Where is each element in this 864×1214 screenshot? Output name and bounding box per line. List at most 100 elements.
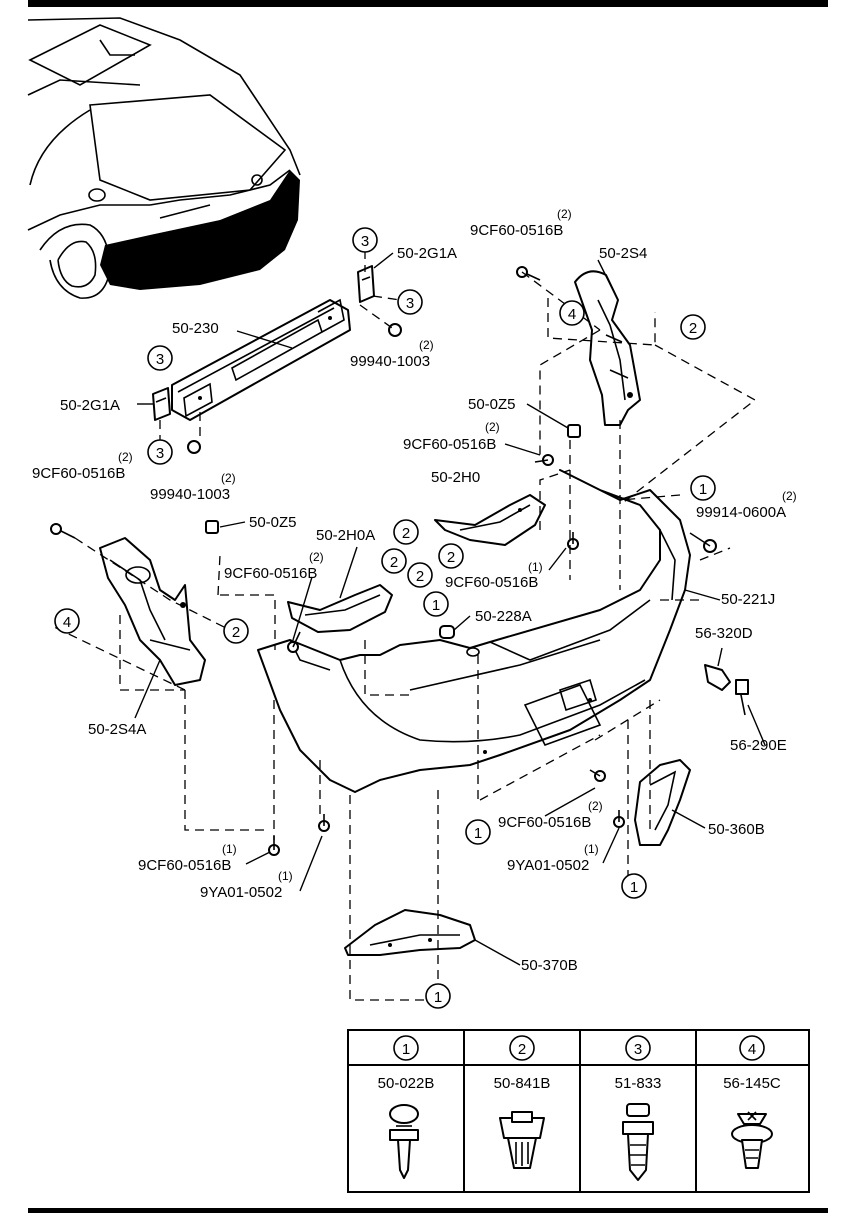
callout-50-230: 50-230 (172, 320, 219, 337)
callout-50-2G1A: 50-2G1A (60, 397, 120, 414)
callout-qty: (2) (588, 799, 603, 813)
part-50-2H0-bracket (434, 494, 546, 546)
callout-qty: (2) (419, 338, 434, 352)
bolt-icon (516, 266, 541, 281)
callout-qty: (1) (278, 869, 293, 883)
callout-99940-1003: 99940-1003 (150, 486, 230, 503)
callout-50-2H0: 50-2H0 (431, 469, 480, 486)
bolt-icon (268, 836, 280, 856)
ref-circle-1: 1 (423, 591, 449, 617)
circled-references: 3 3 3 3 4 2 1 2 2 2 2 1 4 2 1 1 1 (54, 227, 716, 1009)
callout-9CF60-0516B: 9CF60-0516B (470, 222, 563, 239)
svg-text:2: 2 (416, 568, 424, 585)
ref-circle-1: 1 (425, 983, 451, 1009)
svg-text:1: 1 (474, 825, 482, 842)
nut-icon (187, 440, 201, 454)
callout-qty: (1) (222, 842, 237, 856)
part-56-290E-harness (735, 679, 749, 716)
svg-text:2: 2 (402, 525, 410, 542)
part-50-2S4-bracket (574, 270, 641, 426)
callout-50-360B: 50-360B (708, 821, 765, 838)
legend-col-1: 1 50-022B (378, 1035, 435, 1179)
callout-50-370B: 50-370B (521, 957, 578, 974)
svg-text:4: 4 (568, 306, 576, 323)
svg-text:2: 2 (390, 554, 398, 571)
svg-text:3: 3 (156, 445, 164, 462)
callout-50-2G1A: 50-2G1A (397, 245, 457, 262)
part-50-2G1A-bracket-left (152, 387, 171, 421)
part-50-360B-cover (634, 759, 691, 846)
legend-part-number: 50-022B (378, 1075, 435, 1092)
bolt-icon (50, 523, 76, 539)
ref-circle-3: 3 (147, 345, 173, 371)
ref-circle-1: 1 (465, 819, 491, 845)
part-50-2G1A-bracket-top (357, 265, 375, 303)
callout-50-2H0A: 50-2H0A (316, 527, 375, 544)
assembly-guide-lines (49, 250, 757, 1001)
ref-circle-4: 4 (559, 300, 585, 326)
ref-circle-2: 2 (381, 548, 407, 574)
ref-circle-4: 4 (54, 608, 80, 634)
callout-qty: (2) (221, 471, 236, 485)
svg-text:1: 1 (699, 481, 707, 498)
clip-legend-table: 1 50-022B 2 50-841B 3 51-833 (347, 1029, 810, 1193)
part-50-228A-pad (439, 625, 455, 639)
part-56-320D-socket (704, 664, 731, 691)
nut-icon (388, 323, 402, 337)
legend-number: 2 (518, 1041, 526, 1058)
callout-qty: (2) (557, 207, 572, 221)
screw-grommet-clip-icon (731, 1111, 773, 1169)
callout-qty: (2) (782, 489, 797, 503)
clip-icon (567, 424, 581, 438)
callout-99940-1003: 99940-1003 (350, 353, 430, 370)
legend-col-2: 2 50-841B (494, 1035, 551, 1169)
ref-circle-3: 3 (397, 289, 423, 315)
svg-text:2: 2 (447, 549, 455, 566)
fir-tree-clip-icon (622, 1103, 654, 1181)
fasteners (50, 266, 717, 856)
callout-50-2S4A: 50-2S4A (88, 721, 146, 738)
vehicle-overview-illustration (27, 17, 301, 299)
ref-circle-3: 3 (352, 227, 378, 253)
ref-circle-2: 2 (407, 562, 433, 588)
callout-9CF60-0516B: 9CF60-0516B (32, 465, 125, 482)
callout-qty: (2) (118, 450, 133, 464)
legend-col-3: 3 51-833 (615, 1035, 661, 1181)
callout-qty: (2) (485, 420, 500, 434)
svg-text:1: 1 (432, 597, 440, 614)
svg-text:2: 2 (689, 320, 697, 337)
rear-bumper-highlight (100, 170, 300, 290)
legend-number: 3 (634, 1041, 642, 1058)
callout-50-228A: 50-228A (475, 608, 532, 625)
callout-50-221J: 50-221J (721, 591, 775, 608)
svg-text:3: 3 (156, 351, 164, 368)
callout-99914-0600A: 99914-0600A (696, 504, 786, 521)
callout-50-2S4: 50-2S4 (599, 245, 647, 262)
svg-text:1: 1 (630, 879, 638, 896)
callout-9CF60-0516B: 9CF60-0516B (445, 574, 538, 591)
callout-9CF60-0516B: 9CF60-0516B (498, 814, 591, 831)
part-callouts: 50-2G1A 50-2S4 9CF60-0516B (2) 50-230 99… (32, 207, 797, 974)
callout-9CF60-0516B: 9CF60-0516B (138, 857, 231, 874)
legend-part-number: 50-841B (494, 1075, 551, 1092)
legend-number: 1 (402, 1041, 410, 1058)
ref-circle-2: 2 (393, 519, 419, 545)
ref-circle-1: 1 (621, 873, 647, 899)
bolt-icon (534, 454, 554, 466)
callout-qty: (1) (584, 842, 599, 856)
callout-50-0Z5: 50-0Z5 (468, 396, 516, 413)
part-50-230-reinforcement (171, 298, 351, 421)
clip-icon (205, 520, 219, 534)
svg-text:4: 4 (63, 614, 71, 631)
top-border-bar (28, 0, 828, 7)
callout-9CF60-0516B: 9CF60-0516B (403, 436, 496, 453)
bottom-border-bar (28, 1208, 828, 1213)
ref-circle-2: 2 (438, 543, 464, 569)
svg-text:3: 3 (361, 233, 369, 250)
ref-circle-2: 2 (223, 618, 249, 644)
bolt-icon (287, 631, 301, 653)
legend-number: 4 (748, 1041, 756, 1058)
callout-9YA01-0502: 9YA01-0502 (507, 857, 589, 874)
ref-circle-3: 3 (147, 439, 173, 465)
